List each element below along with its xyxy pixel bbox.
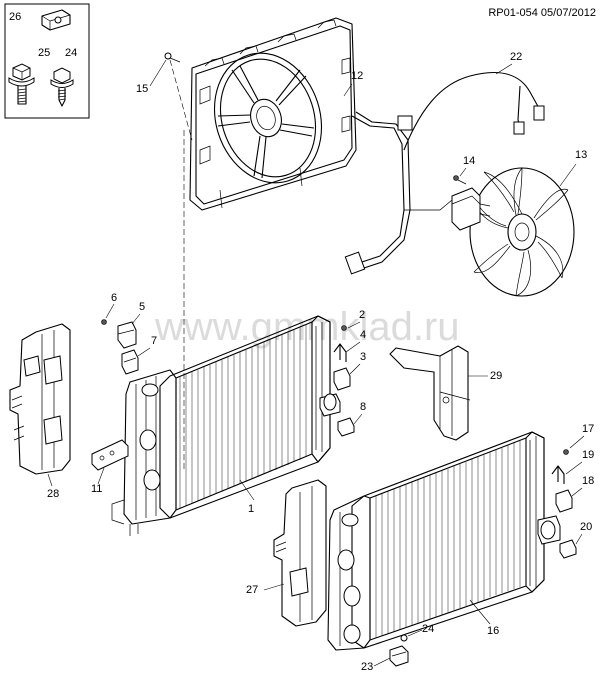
callout-1: 1 [248,503,254,515]
bolt-icon [8,63,35,105]
part-18-plug [555,489,573,513]
part-2-screw [341,325,347,331]
callout-23: 22 [510,51,522,63]
part-22-plug [400,634,408,642]
radiator-16 [327,431,561,651]
callout-2: 2 [359,309,365,321]
watermark: www.gmmklad.ru [154,305,460,349]
leader-4 [345,341,361,353]
leader-14 [459,167,467,177]
leader-27 [263,583,285,591]
leader-28 [47,473,53,487]
callout-25: 25 [38,47,50,59]
callout-5: 8 [360,401,366,413]
leader-22 [407,629,423,637]
leader-8 [137,347,151,357]
callout-11: 11 [91,483,102,495]
part-4-clip [333,343,347,362]
callout-22: 24 [422,623,434,635]
part-11-bracket [91,439,129,471]
fan-shroud-12 [189,17,357,211]
diagram-code: RP01-054 05/07/2012 [488,7,596,19]
callout-3: 3 [360,351,366,363]
callout-29: 29 [490,370,502,382]
part-3-plug [333,367,351,391]
leader-1 [239,479,255,501]
screw-15 [164,52,181,63]
leader-13 [559,163,577,187]
callout-24: 24 [65,47,77,59]
leader-7 [105,303,115,319]
callout-8: 7 [151,335,157,347]
callout-17: 17 [582,423,594,435]
callout-12: 12 [351,70,363,82]
part-17-screw [563,449,569,455]
screw-icon [50,67,74,107]
callout-19: 19 [582,449,594,461]
leader-20 [575,533,583,545]
callout-26: 26 [9,11,21,23]
side-baffle-27 [273,479,327,627]
leader-19 [565,461,583,475]
leader-21 [373,657,391,667]
callout-18: 18 [582,475,594,487]
callout-7: 6 [111,292,117,304]
leader-3 [349,363,361,375]
leader-16 [469,599,491,625]
leader-6 [131,313,141,325]
part-21-drain [389,645,409,667]
leader-23 [495,63,513,75]
assembly-line-top [169,59,193,141]
leader-11 [97,467,105,485]
leader-15 [149,59,167,87]
leader-18 [571,487,583,497]
callout-15: 15 [136,83,148,95]
screw-14 [453,175,467,185]
bracket-29 [389,345,471,441]
leader-12 [343,83,353,97]
side-baffle-28 [9,323,71,475]
callout-16: 16 [487,625,499,637]
part-7-screw [101,319,107,325]
callout-21: 23 [361,661,373,673]
part-20-valve [559,539,577,559]
callout-13: 13 [575,149,587,161]
clip-nut-icon [41,9,71,31]
fastener-inset: 26 25 24 [4,3,90,119]
fan-13 [469,167,575,297]
fan-motor [451,187,491,231]
radiator-1 [111,315,341,536]
callout-4: 4 [360,329,366,341]
part-19-clip [551,465,565,484]
callout-6: 5 [139,301,145,313]
callout-28: 28 [47,488,59,500]
callout-27: 27 [246,584,258,596]
part-8-insulator [121,349,139,375]
wire-harness-23 [344,72,545,275]
leader-17 [569,435,585,449]
part-5-valve [337,417,355,437]
callout-14: 14 [463,155,475,167]
leader-5 [353,413,363,425]
part-6-bracket [117,321,137,349]
leader-2 [347,321,361,329]
callout-20: 20 [580,521,592,533]
